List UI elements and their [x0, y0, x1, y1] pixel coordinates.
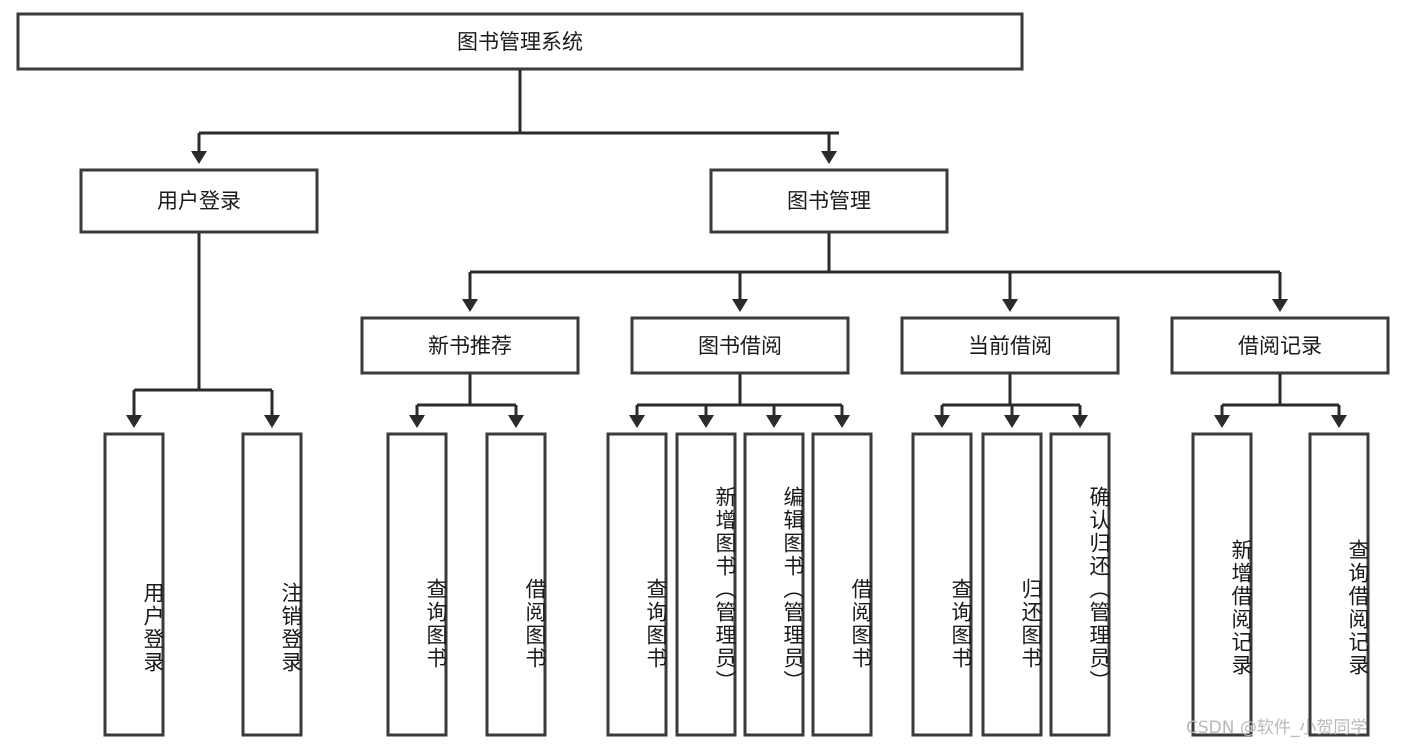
node-root-box[interactable] — [16, 12, 1024, 71]
node-book-borrow-label: 图书借阅 — [698, 334, 782, 358]
node-book-manage-box[interactable] — [709, 168, 949, 234]
node-book-borrow-box[interactable] — [630, 316, 850, 375]
csdn-watermark: CSDN @软件_小贺同学 — [1186, 718, 1368, 738]
node-book-borrow[interactable]: 图书借阅 — [630, 316, 850, 375]
node-book-manage-label: 图书管理 — [787, 189, 871, 213]
node-leaf-logout-box[interactable] — [241, 432, 303, 737]
node-new-book-recommend-box[interactable] — [360, 316, 580, 375]
leaf-boxes — [103, 432, 1370, 737]
node-leaf-add-book-box[interactable] — [675, 432, 737, 737]
node-root-label: 图书管理系统 — [457, 30, 583, 54]
connectors-user-login-leaves — [126, 232, 280, 428]
node-borrow-record-label: 借阅记录 — [1238, 334, 1322, 358]
node-borrow-record[interactable]: 借阅记录 — [1170, 316, 1390, 375]
node-root[interactable]: 图书管理系统 — [16, 12, 1024, 71]
node-leaf-confirm-return-box[interactable] — [1049, 432, 1111, 737]
node-leaf-query-book-3-box[interactable] — [911, 432, 973, 737]
node-leaf-add-record-box[interactable] — [1191, 432, 1253, 737]
node-leaf-query-book-1-box[interactable] — [386, 432, 448, 737]
node-new-book-recommend[interactable]: 新书推荐 — [360, 316, 580, 375]
node-leaf-return-book-box[interactable] — [981, 432, 1043, 737]
node-leaf-user-login-box[interactable] — [103, 432, 165, 737]
connectors-book-borrow-leaves — [629, 373, 850, 428]
connectors-root-to-level2 — [191, 69, 839, 164]
node-book-manage[interactable]: 图书管理 — [709, 168, 949, 234]
node-leaf-edit-book-box[interactable] — [743, 432, 805, 737]
node-user-login-label: 用户登录 — [157, 189, 241, 213]
node-leaf-query-book-2-box[interactable] — [606, 432, 668, 737]
node-leaf-borrow-book-2-box[interactable] — [811, 432, 873, 737]
node-user-login[interactable]: 用户登录 — [79, 168, 319, 234]
connectors-borrow-record-leaves — [1214, 373, 1347, 428]
connectors-new-book-recommend-leaves — [409, 373, 524, 428]
node-new-book-recommend-label: 新书推荐 — [428, 334, 512, 358]
node-user-login-box[interactable] — [79, 168, 319, 234]
connectors-current-borrow-leaves — [934, 373, 1088, 428]
node-borrow-record-box[interactable] — [1170, 316, 1390, 375]
node-current-borrow-label: 当前借阅 — [968, 334, 1052, 358]
node-leaf-borrow-book-1-box[interactable] — [485, 432, 547, 737]
node-leaf-query-record-box[interactable] — [1308, 432, 1370, 737]
connectors-booklevel — [462, 232, 1288, 312]
node-current-borrow[interactable]: 当前借阅 — [900, 316, 1120, 375]
node-current-borrow-box[interactable] — [900, 316, 1120, 375]
